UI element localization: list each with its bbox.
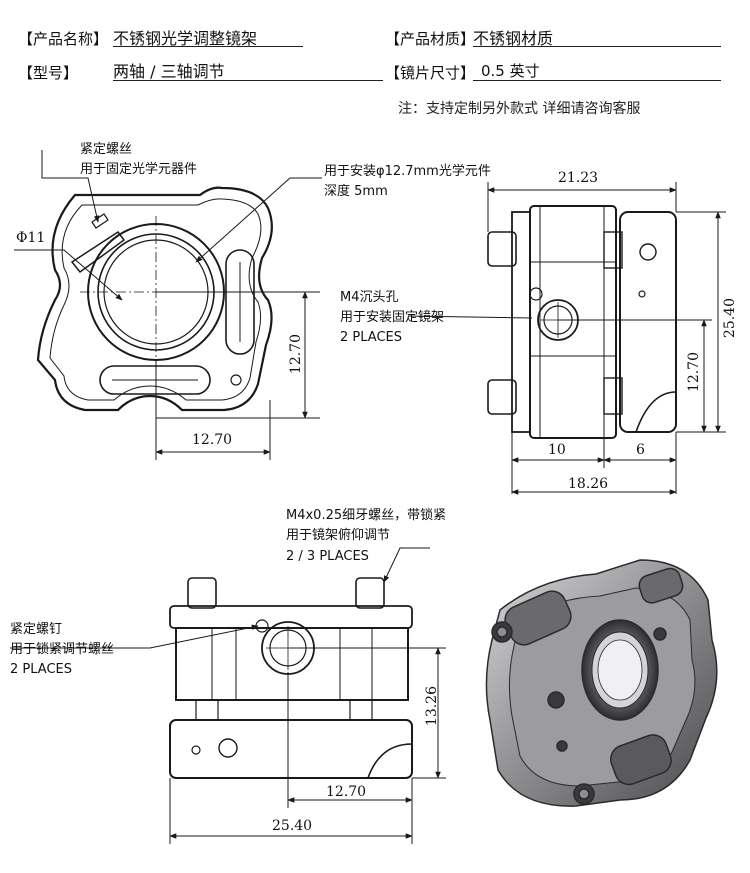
side-dim-top: 21.23 — [558, 170, 599, 186]
top-callout-lock-line1: 紧定螺钉 — [10, 622, 63, 637]
spec-name-key: 【产品名称】 — [18, 30, 109, 48]
side-dim-height-center: 12.70 — [686, 352, 702, 393]
front-view-annotations — [14, 150, 322, 460]
top-view-annotations — [10, 547, 446, 844]
spec-name-underline — [113, 46, 303, 47]
front-callout-optic-line2: 深度 5mm — [324, 184, 388, 199]
side-dim-height-total: 25.40 — [722, 298, 738, 339]
side-view — [487, 205, 677, 439]
side-callout-m4-line3: 2 PLACES — [340, 330, 402, 345]
front-view — [36, 186, 273, 412]
top-callout-adjust-line3: 2 / 3 PLACES — [286, 549, 369, 564]
spec-material-value: 不锈钢材质 — [473, 29, 554, 48]
spec-model-underline — [113, 80, 383, 81]
spec-material-underline — [473, 46, 721, 47]
spec-lens-underline — [473, 80, 721, 81]
front-dim-diameter: Φ11 — [16, 230, 46, 246]
spec-lens-value: 0.5 英寸 — [481, 62, 540, 80]
front-callout-optic-line1: 用于安装φ12.7mm光学元件 — [324, 164, 491, 179]
isometric-render — [485, 559, 718, 807]
top-callout-adjust-line2: 用于镜架俯仰调节 — [286, 528, 391, 543]
front-callout-screw-line1: 紧定螺丝 — [80, 142, 133, 157]
top-callout-lock-line2: 用于锁紧调节螺丝 — [10, 642, 115, 657]
spec-model-key: 【型号】 — [18, 64, 79, 82]
top-dim-height: 13.26 — [424, 686, 440, 727]
side-dim-total: 18.26 — [568, 476, 609, 492]
front-dim-width: 12.70 — [192, 432, 233, 448]
side-view-annotations — [407, 182, 726, 495]
side-callout-m4-line2: 用于安装固定镜架 — [340, 310, 445, 325]
top-view — [169, 577, 413, 779]
spec-material-key: 【产品材质】 — [385, 30, 476, 48]
spec-model-value: 两轴 / 三轴调节 — [113, 62, 225, 81]
spec-lens-key: 【镜片尺寸】 — [385, 64, 476, 82]
top-callout-lock-line3: 2 PLACES — [10, 662, 72, 677]
front-dim-height: 12.70 — [288, 334, 304, 375]
top-dim-center: 12.70 — [326, 784, 367, 800]
front-callout-screw-line2: 用于固定光学元器件 — [80, 162, 198, 177]
side-callout-m4-line1: M4沉头孔 — [340, 290, 399, 305]
spec-name-value: 不锈钢光学调整镜架 — [113, 29, 258, 48]
side-dim-left: 10 — [548, 442, 566, 458]
top-callout-adjust-line1: M4x0.25细牙螺丝，带锁紧 — [286, 508, 447, 523]
top-dim-total: 25.40 — [272, 818, 313, 834]
customization-note: 注：支持定制另外款式 详细请咨询客服 — [398, 101, 641, 117]
side-dim-right: 6 — [636, 442, 645, 458]
